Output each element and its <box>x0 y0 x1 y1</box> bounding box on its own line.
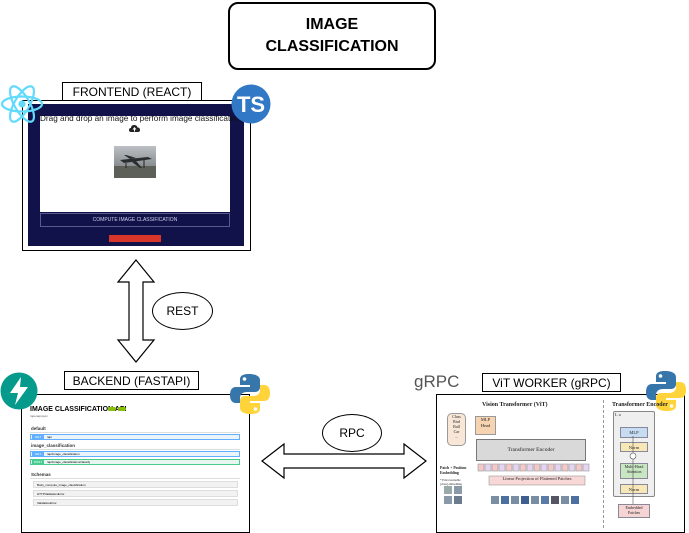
encoder-norm-box-2: Norm <box>620 484 648 494</box>
frontend-drop-text: Drag and drop an image to perform image … <box>40 114 242 123</box>
react-logo-icon <box>0 85 44 123</box>
version-badge <box>108 407 116 411</box>
python-logo-icon <box>230 374 270 414</box>
section-image-classification[interactable]: image_classification <box>31 443 76 448</box>
oas-badge <box>118 407 126 411</box>
backend-label: BACKEND (FASTAPI) <box>64 371 199 390</box>
frontend-label: FRONTEND (REACT) <box>62 82 202 101</box>
endpoint-get-root[interactable]: GET/api <box>30 434 240 440</box>
fastapi-logo-icon <box>0 372 38 410</box>
encoder-layers-label: L x <box>615 412 621 417</box>
endpoint-path: /api <box>47 435 52 439</box>
grpc-logo-icon: gRPC <box>414 372 460 391</box>
python-logo-icon <box>646 371 686 411</box>
aircraft-photo-icon <box>114 155 156 178</box>
typescript-logo-text: TS <box>237 92 265 117</box>
compute-classification-button[interactable]: COMPUTE IMAGE CLASSIFICATION <box>40 213 230 227</box>
linear-projection-label: Linear Projection of Flattened Patches <box>502 476 572 481</box>
vit-separator <box>603 400 604 528</box>
divider <box>30 449 240 450</box>
mlp-head-box: MLP Head <box>475 416 496 435</box>
patch-embedding-label: Patch + Position Embedding <box>440 466 467 475</box>
worker-label: ViT WORKER (gRPC) <box>482 373 621 392</box>
get-method-badge: GET <box>32 452 44 456</box>
uploaded-image-thumbnail <box>114 146 156 178</box>
rest-double-arrow <box>116 259 156 363</box>
schema-body[interactable]: Body_compute_image_classification <box>33 481 238 488</box>
schema-http-validation-error[interactable]: HTTPValidationError <box>33 490 238 497</box>
section-schemas[interactable]: Schemas <box>31 472 51 477</box>
typescript-logo-icon: TS <box>231 84 271 124</box>
diagram-title: IMAGE CLASSIFICATION <box>228 2 436 70</box>
encoder-mlp-box: MLP <box>620 427 648 438</box>
schema-validation-error[interactable]: ValidationError <box>33 499 238 506</box>
embedded-patches-box: Embedded Patches <box>618 504 650 518</box>
class-output-box: Class Bird Ball Car ... <box>447 413 466 446</box>
upload-cloud-icon <box>129 125 140 132</box>
openapi-link[interactable]: /openapi.json <box>30 414 48 418</box>
divider <box>30 432 240 433</box>
vit-title: Vision Transformer (ViT) <box>482 402 548 408</box>
get-method-badge: GET <box>32 435 44 439</box>
rpc-label: RPC <box>322 414 382 452</box>
encoder-norm-box: Norm <box>620 442 648 452</box>
extra-token-label: * Extra learnable [class] embedding <box>440 478 462 486</box>
post-method-badge: POST <box>32 460 44 464</box>
encoder-detail-box <box>613 411 655 497</box>
rest-label: REST <box>152 292 213 330</box>
encoder-attention-box: Multi-Head Attention <box>620 463 648 479</box>
result-badge <box>109 235 161 242</box>
rpc-double-arrow <box>261 442 427 480</box>
swagger-api-title: IMAGE CLASSIFICATION API <box>30 406 127 413</box>
section-default[interactable]: default <box>31 426 46 431</box>
encoder-title: Transformer Encoder <box>612 402 668 408</box>
endpoint-get-classification[interactable]: GET/api/image_classification <box>30 451 240 457</box>
patch-tokens-row <box>444 463 590 504</box>
endpoint-path: /api/image_classification/classify <box>47 460 91 464</box>
endpoint-post-classification[interactable]: POST/api/image_classification/classify <box>30 459 240 465</box>
endpoint-path: /api/image_classification <box>47 452 80 456</box>
encoder-flow-lines <box>629 436 637 504</box>
divider <box>30 478 240 479</box>
transformer-encoder-block: Transformer Encoder <box>476 439 586 461</box>
